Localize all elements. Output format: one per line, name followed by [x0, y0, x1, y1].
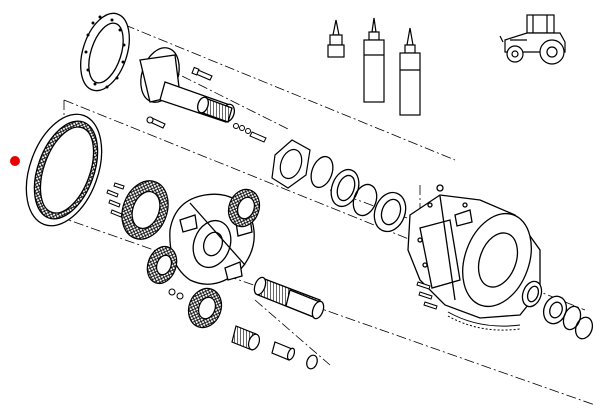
gasket[interactable] [447, 311, 521, 331]
shim[interactable] [233, 123, 267, 143]
tractor-icon [499, 14, 566, 65]
red-dot-marker[interactable] [10, 156, 20, 166]
bearing[interactable] [369, 188, 411, 236]
retaining-ring[interactable] [349, 181, 381, 219]
axle-shaft[interactable] [134, 43, 236, 124]
planet-gear[interactable] [142, 242, 181, 287]
bolt[interactable] [416, 281, 438, 310]
oil-seal[interactable] [326, 166, 363, 211]
gasket[interactable] [271, 139, 311, 189]
axle-flange[interactable] [72, 7, 139, 97]
bearing[interactable] [540, 293, 570, 327]
bolt[interactable] [106, 182, 125, 218]
pin[interactable] [146, 116, 166, 129]
planet-gear[interactable] [223, 185, 264, 231]
sun-gear-shaft[interactable] [252, 276, 326, 320]
retaining-ring[interactable] [307, 154, 337, 191]
bolt[interactable] [191, 66, 213, 81]
sealant-tube-icon [399, 27, 421, 116]
sealant-tube-icon [327, 19, 345, 58]
retaining-ring[interactable] [573, 315, 596, 341]
pin[interactable] [271, 341, 296, 361]
final-drive-housing[interactable] [407, 184, 543, 319]
planet-gear[interactable] [183, 284, 227, 333]
planet-gear[interactable] [231, 325, 261, 351]
sealant-tube-icon [363, 17, 385, 103]
shim[interactable] [168, 288, 184, 300]
ring-gear[interactable] [12, 104, 116, 236]
retaining-ring[interactable] [305, 354, 319, 371]
carrier-plate[interactable] [114, 174, 176, 245]
oil-seal[interactable] [519, 279, 545, 310]
